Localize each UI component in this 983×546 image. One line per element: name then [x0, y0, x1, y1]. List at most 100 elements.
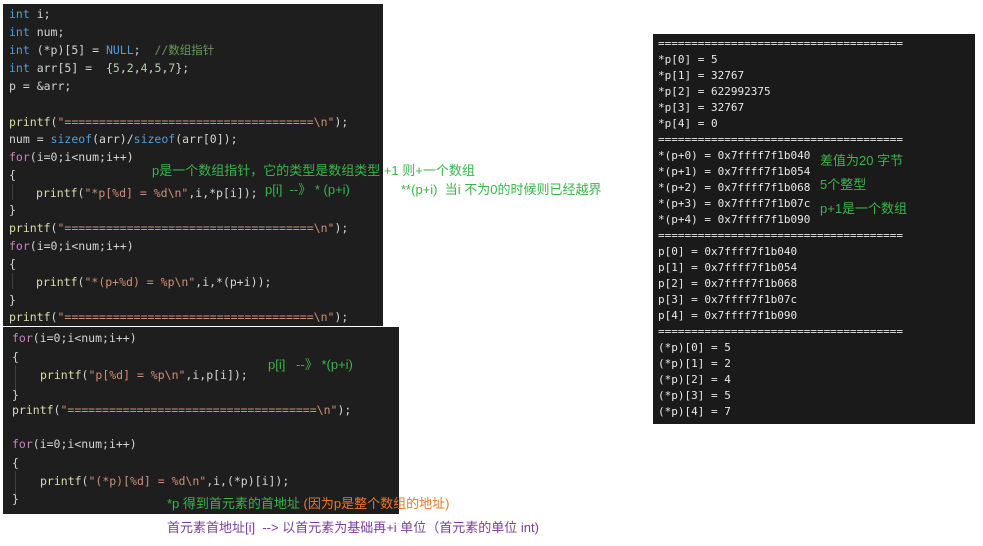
terminal-line: (*p)[3] = 5 [658, 389, 731, 402]
code-text: (*p)[5] = [29, 43, 106, 57]
code-line: printf("(*p)[%d] = %d\n",i,(*p)[i]); [40, 473, 289, 489]
function-name: printf [36, 275, 78, 289]
indent-guide [15, 365, 16, 391]
terminal-line: p[3] = 0x7ffff7f1b07c [658, 293, 798, 306]
code-text: } [9, 293, 16, 307]
keyword: NULL [105, 43, 134, 57]
code-line: for(i=0;i<num;i++) [12, 436, 137, 452]
keyword: sizeof [50, 132, 93, 146]
string-literal: "====================================\n" [57, 221, 335, 235]
code-text: , [119, 61, 127, 75]
terminal-line: ===================================== [658, 229, 904, 242]
code-line: for(i=0;i<num;i++) [9, 149, 134, 165]
code-text: { [9, 257, 16, 271]
terminal-line: *(p+1) = 0x7ffff7f1b054 [658, 165, 811, 178]
note-first-element-address: *p 得到首元素的首地址 (因为p是整个数组的地址) [167, 496, 449, 512]
note-five-ints: 5个整型 [820, 177, 867, 192]
terminal-line: (*p)[4] = 7 [658, 405, 731, 418]
code-text: ( [50, 310, 58, 324]
terminal-line: *(p+0) = 0x7ffff7f1b040 [658, 149, 811, 162]
code-text: } [12, 388, 19, 402]
number: 5 [112, 61, 120, 75]
number: 2 [126, 61, 134, 75]
indent-guide [15, 471, 16, 497]
code-text: ( [53, 403, 61, 417]
code-text: (i=0;i<num;i++) [29, 150, 134, 164]
code-text: ); [334, 115, 349, 129]
function-name: printf [40, 474, 82, 488]
code-text: , [147, 61, 155, 75]
string-literal: "====================================\n" [57, 310, 335, 324]
code-line: { [9, 167, 16, 183]
terminal-line: *(p+4) = 0x7ffff7f1b090 [658, 213, 811, 226]
keyword: int [9, 61, 30, 75]
keyword: for [12, 331, 33, 345]
terminal-line: ===================================== [658, 37, 904, 50]
terminal-line: p[2] = 0x7ffff7f1b068 [658, 277, 798, 290]
code-line: } [9, 292, 16, 308]
code-line: int (*p)[5] = NULL; //数组指针 [9, 42, 214, 58]
code-text: ( [77, 275, 85, 289]
code-line: printf("================================… [9, 114, 348, 130]
string-literal: "*(p+%d) = %p\n" [84, 275, 196, 289]
number: 7 [168, 61, 176, 75]
string-literal: "====================================\n" [57, 115, 335, 129]
code-line: for(i=0;i<num;i++) [9, 238, 134, 254]
code-text: { [12, 456, 19, 470]
code-line: for(i=0;i<num;i++) [12, 330, 137, 346]
function-name: printf [36, 186, 78, 200]
note-pi-equivalence-2: p[i] --》 *(p+i) [268, 357, 353, 372]
code-text: (arr)/ [92, 132, 134, 146]
code-editor-top: int i; int num; int (*p)[5] = NULL; //数组… [3, 4, 383, 326]
string-literal: "p[%d] = %p\n" [88, 368, 186, 382]
code-line: { [12, 349, 19, 365]
terminal-line: ===================================== [658, 133, 904, 146]
terminal-line: (*p)[1] = 2 [658, 357, 731, 370]
code-text: , [161, 61, 169, 75]
function-name: printf [9, 221, 51, 235]
code-text: ( [81, 474, 89, 488]
keyword: int [9, 25, 30, 39]
code-text: ); [337, 403, 352, 417]
keyword: for [9, 150, 30, 164]
keyword: sizeof [133, 132, 176, 146]
code-line: int arr[5] = {5,2,4,5,7}; [9, 60, 189, 76]
code-line: printf("================================… [9, 220, 348, 236]
string-literal: "(*p)[%d] = %d\n" [88, 474, 207, 488]
code-text: ,i,*p[i]); [188, 186, 258, 200]
code-text: ; [133, 43, 155, 57]
terminal-line: ===================================== [658, 325, 904, 338]
function-name: printf [9, 310, 51, 324]
code-text: } [9, 203, 16, 217]
code-line: printf("*(p+%d) = %p\n",i,*(p+i)); [36, 274, 271, 290]
code-text: ( [77, 186, 85, 200]
code-line: { [12, 455, 19, 471]
code-line: } [9, 202, 16, 218]
terminal-line: p[4] = 0x7ffff7f1b090 [658, 309, 798, 322]
code-text: ( [50, 221, 58, 235]
code-text: (i=0;i<num;i++) [32, 437, 137, 451]
terminal-line: *p[0] = 5 [658, 53, 718, 66]
terminal-line: *p[4] = 0 [658, 117, 718, 130]
code-text: (i=0;i<num;i++) [32, 331, 137, 345]
code-text: (i=0;i<num;i++) [29, 239, 134, 253]
note-diff-20-bytes: 差值为20 字节 [820, 153, 904, 168]
string-literal: "*p[%d] = %d\n" [84, 186, 189, 200]
code-text: ,i,(*p)[i]); [206, 474, 290, 488]
code-text: ); [334, 221, 349, 235]
terminal-line: *p[3] = 32767 [658, 101, 745, 114]
function-name: printf [40, 368, 82, 382]
code-line: printf("================================… [9, 309, 348, 325]
code-line: { [9, 256, 16, 272]
code-text: num; [29, 25, 65, 39]
function-name: printf [9, 115, 51, 129]
indent-guide [12, 273, 13, 289]
code-text: num = [9, 132, 51, 146]
code-text: ); [334, 310, 349, 324]
string-literal: "====================================\n" [60, 403, 338, 417]
terminal-line: (*p)[0] = 5 [658, 341, 731, 354]
note-out-of-bounds: **(p+i) 当i 不为0的时候则已经越界 [401, 182, 602, 197]
code-text: ( [81, 368, 89, 382]
code-line: num = sizeof(arr)/sizeof(arr[0]); [9, 131, 238, 147]
code-line: int num; [9, 24, 64, 40]
